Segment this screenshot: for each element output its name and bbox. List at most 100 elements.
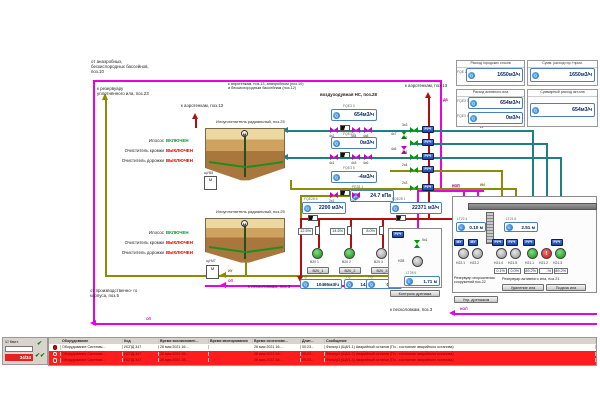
mode-badge[interactable]: РУЧ [422,153,434,161]
arrow-left [220,272,226,278]
ack-one-button[interactable]: ✔ [37,341,43,347]
sludge-remove-button[interactable]: Удаление ила [502,284,544,291]
arrow-up [192,113,198,119]
ack-checkbox[interactable]: ☑ Квит. [5,339,19,344]
mode-badge[interactable]: РУЧ [506,239,518,247]
alarm-row[interactable]: Оборудование Системы... ИСПД 347 26 мая … [49,363,596,365]
arrow-left [90,320,96,326]
blower-pump-v20-3[interactable] [376,248,387,259]
valve-label: 3з3 [402,123,408,127]
status-value: ВЫКЛЮЧЕН [166,240,193,245]
valve-label: 4з2 [329,134,335,138]
control-valve-icon[interactable] [379,226,384,235]
valve-4z1[interactable] [330,154,338,160]
mode-badge[interactable]: МУ [454,239,464,247]
alarm-row[interactable]: Оборудование Системы... ИСПД 347 26 мая … [49,357,596,364]
flow-direction-icon [308,215,318,221]
blower-button-v20-2[interactable]: В20_2 [339,267,361,274]
pipe [93,80,95,323]
meter-icon: Q [333,139,340,147]
valve-4z2[interactable] [330,127,338,133]
blower-percent: 14.6% [330,228,345,235]
drain-manage-button[interactable]: Упр. дренажом [454,296,498,303]
blower-percent: 8.0% [362,228,377,235]
pump-n21-3[interactable] [555,248,566,259]
motor-cabinet[interactable]: М [204,176,217,190]
meter-icon: Q [368,280,375,288]
valve-4z6[interactable] [364,154,372,160]
valve-3z3[interactable] [410,127,418,133]
pump-n21-1[interactable] [527,248,538,259]
valve-4z4[interactable] [352,127,360,133]
alarm-row[interactable]: Оборудование Системы... ИСПД 347 26 мая … [49,344,596,351]
line-tag-ii: ИИ [480,183,485,187]
arrow-left [282,154,288,160]
sludge-supply-button[interactable]: Подача ила [546,284,586,291]
valve-label: 3з2 [402,136,408,140]
flow-direction-icon [340,125,350,131]
meter-icon: L [458,223,465,231]
pipe [390,170,501,172]
pump-n28[interactable] [412,256,423,267]
arrow-left [282,127,288,133]
pump-n21-4[interactable] [496,248,507,259]
valve-3z2[interactable] [410,140,418,146]
blower-button-v20-1[interactable]: В20_1 [307,267,329,274]
tank-shaft [244,223,246,259]
valve-2z3[interactable] [410,185,418,191]
alarm-icon [52,364,58,365]
mode-badge[interactable]: РУЧ [422,166,434,174]
pipe [93,80,440,82]
mode-badge[interactable]: РУЧ [523,239,535,247]
pump-n21-5[interactable] [510,248,521,259]
ack-all-button[interactable]: ✔✔ [35,353,46,359]
mode-badge[interactable]: РУЧ [422,184,434,192]
motor-cabinet[interactable]: М [206,265,219,279]
status-label: Очиститель кромки [124,240,164,245]
mode-badge[interactable]: РУЧ [392,231,404,239]
status-label: Очиститель дорожки [121,158,164,163]
valve-2z4[interactable] [410,167,418,173]
meter-icon: Q [468,71,475,79]
control-valve-icon[interactable] [347,226,352,235]
mode-badge[interactable]: РУЧ [422,126,434,134]
valve-4z5[interactable] [401,146,407,154]
valve-4z3[interactable] [352,154,360,160]
pump-label: Н21.4 [494,261,504,265]
pipe [532,130,534,248]
valve-4z8[interactable] [364,127,372,133]
valve-5z1[interactable] [414,240,420,248]
meter-icon: L [406,277,413,285]
mode-badge[interactable]: МУ [468,239,478,247]
mode-badge[interactable]: РУЧ [422,139,434,147]
pump-n22-1[interactable] [458,248,469,259]
valve-3z1[interactable] [410,154,418,160]
valve-2z1[interactable] [330,192,338,198]
pipe-label: от анаэробных, бескислородных бассейнов,… [91,59,149,75]
blower-pump-v20-1[interactable] [312,248,323,259]
pipe [440,80,442,190]
mode-badge[interactable]: РУЧ [492,239,504,247]
alarm-row[interactable]: Оборудование Системы... ИСПД 347 26 мая … [49,350,596,357]
flow-direction-icon [340,152,350,158]
meter-tag: FQE3 3 [343,104,355,108]
control-valve-icon[interactable] [315,226,320,235]
valve-label: 4з1 [329,161,335,165]
valve-4z7[interactable] [401,131,407,139]
mode-badge[interactable]: РУЧ [551,239,563,247]
drain-control-button[interactable]: Контроль дренажа [390,290,440,297]
meter-icon: Q [392,204,399,212]
pump-n21-2[interactable]: ! [541,248,552,259]
valve-2z2[interactable] [352,192,360,198]
pump-n22-2[interactable] [472,248,483,259]
blower-pump-v20-2[interactable] [344,248,355,259]
ack-filter-input[interactable] [5,346,33,352]
pipe [412,143,546,145]
valve-label: 5з1 [422,238,428,242]
